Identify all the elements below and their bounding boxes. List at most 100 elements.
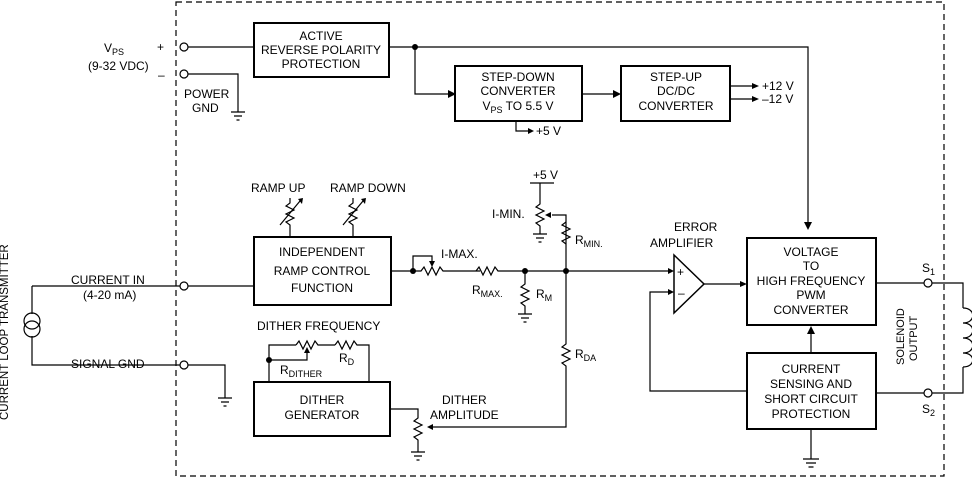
arrow-to-pwm	[804, 222, 812, 230]
current-in-label: CURRENT IN	[71, 273, 145, 287]
ground-symbol-dither	[411, 451, 425, 461]
vps-label: VPS	[104, 41, 124, 57]
dither-amplitude-potentiometer	[390, 408, 424, 452]
i-min-label: I-MIN.	[492, 207, 525, 221]
plus-5v-ref-label: +5 V	[533, 168, 558, 182]
block-label: VOLTAGE	[784, 245, 839, 259]
block-label: DC/DC	[657, 84, 695, 98]
r-d-label: RD	[339, 351, 355, 367]
block-label: FUNCTION	[291, 281, 353, 295]
s2-terminal	[923, 388, 933, 398]
wire-i-min-wiper	[552, 214, 567, 271]
vps-minus-terminal	[179, 69, 189, 79]
ramp-up-potentiometer	[279, 198, 303, 237]
r-max-resistor	[475, 265, 566, 277]
s1-label: S1	[922, 261, 935, 277]
arrow-amp-plus	[668, 268, 674, 274]
step-down-converter-block	[454, 65, 583, 122]
error-amplifier-label-1: ERROR	[674, 220, 718, 234]
block-label: PROTECTION	[282, 57, 361, 71]
r-da-resistor	[433, 271, 572, 428]
arrow-to-step-down	[448, 90, 456, 98]
r-min-resistor	[560, 221, 572, 245]
r-min-label: RMIN.	[575, 233, 603, 249]
block-label: PWM	[796, 288, 825, 302]
arrow-amp-to-pwm	[740, 281, 747, 287]
ground-symbol-rm	[518, 313, 532, 323]
arrow-sense-to-pwm	[807, 326, 815, 334]
block-label: ACTIVE	[299, 29, 342, 43]
s2-label: S2	[922, 402, 935, 418]
block-label: SENSING AND	[770, 377, 852, 391]
supply-input: VPS (9-32 VDC) + – POWER GND	[88, 40, 230, 115]
junction-dot	[412, 44, 418, 50]
arrow-to-step-up	[613, 90, 621, 98]
amp-minus-sign: –	[678, 286, 685, 300]
r-m-resistor	[519, 271, 531, 314]
error-amplifier-label-2: AMPLIFIER	[650, 236, 714, 250]
ramp-down-label: RAMP DOWN	[330, 181, 406, 195]
r-dither-potentiometer	[295, 339, 335, 351]
wire-to-step-down	[414, 47, 448, 95]
wire-feedback	[649, 291, 747, 392]
block-label: CONVERTER	[638, 99, 713, 113]
r-dither-wiper-arrow	[304, 347, 310, 353]
ground-symbol-power	[231, 111, 245, 121]
block-label: TO	[803, 259, 819, 273]
arrow-5v-out	[528, 128, 534, 134]
r-dither-label: RDITHER	[280, 363, 323, 379]
block-label: REVERSE POLARITY	[261, 43, 381, 57]
current-loop-label: CURRENT LOOP TRANSMITTER	[0, 244, 11, 420]
solenoid-label-2: OUTPUT	[908, 316, 920, 362]
r-max-label: RMAX.	[472, 283, 503, 299]
minus-12v-label: –12 V	[762, 92, 793, 106]
power-gnd-label-1: POWER	[184, 87, 230, 101]
block-label: CURRENT	[782, 362, 841, 376]
power-gnd-label-2: GND	[192, 101, 219, 115]
solenoid-coil	[962, 307, 972, 368]
plus-5v-out-label: +5 V	[536, 124, 561, 138]
wire-power-gnd	[188, 73, 239, 112]
arrows-12v	[752, 83, 759, 102]
dither-frequency-label: DITHER FREQUENCY	[257, 319, 380, 333]
wire-signal-gnd	[188, 364, 226, 398]
vps-plus-terminal	[179, 42, 189, 52]
step-up-converter-block	[620, 65, 731, 122]
block-label: INDEPENDENT	[279, 245, 366, 259]
i-max-wiper-arrow	[429, 261, 435, 267]
reverse-polarity-protection-block	[253, 22, 390, 78]
dither-amplitude-label-2: AMPLITUDE	[430, 408, 499, 422]
arrow-to-dither-amp	[427, 424, 433, 430]
error-amplifier	[673, 253, 706, 315]
arrow-amp-minus	[668, 289, 674, 295]
plus-12v-label: +12 V	[762, 79, 794, 93]
block-label: SHORT CIRCUIT	[764, 392, 858, 406]
block-label: DITHER	[300, 393, 345, 407]
i-max-label: I-MAX.	[441, 247, 478, 261]
r-m-label: RM	[536, 287, 552, 303]
block-label: CONVERTER	[480, 84, 555, 98]
module-boundary	[175, 1, 945, 477]
signal-gnd-label: SIGNAL GND	[71, 357, 145, 371]
solenoid-label-1: SOLENOID	[895, 308, 907, 365]
block-label: RAMP CONTROL	[274, 264, 371, 278]
wire-protected-supply	[389, 46, 809, 228]
ground-symbol-signal	[218, 397, 232, 407]
block-label: GENERATOR	[285, 408, 360, 422]
current-in-terminal	[179, 281, 189, 291]
pwm-converter-block	[746, 237, 877, 326]
amp-plus-sign: +	[677, 265, 684, 279]
s1-terminal	[923, 278, 933, 288]
ramp-down-potentiometer	[342, 198, 366, 237]
ramp-up-label: RAMP UP	[251, 181, 305, 195]
plus-sign: +	[157, 40, 164, 54]
i-min-potentiometer	[534, 183, 546, 234]
ground-symbol-sense	[803, 458, 819, 468]
signal-gnd-terminal	[179, 360, 189, 370]
block-label: VPS TO 5.5 V	[483, 99, 554, 115]
wire-12v-outputs	[730, 85, 752, 100]
current-sensing-block	[746, 352, 877, 430]
block-label: STEP-DOWN	[481, 70, 554, 84]
wire-5v-out	[515, 121, 528, 132]
